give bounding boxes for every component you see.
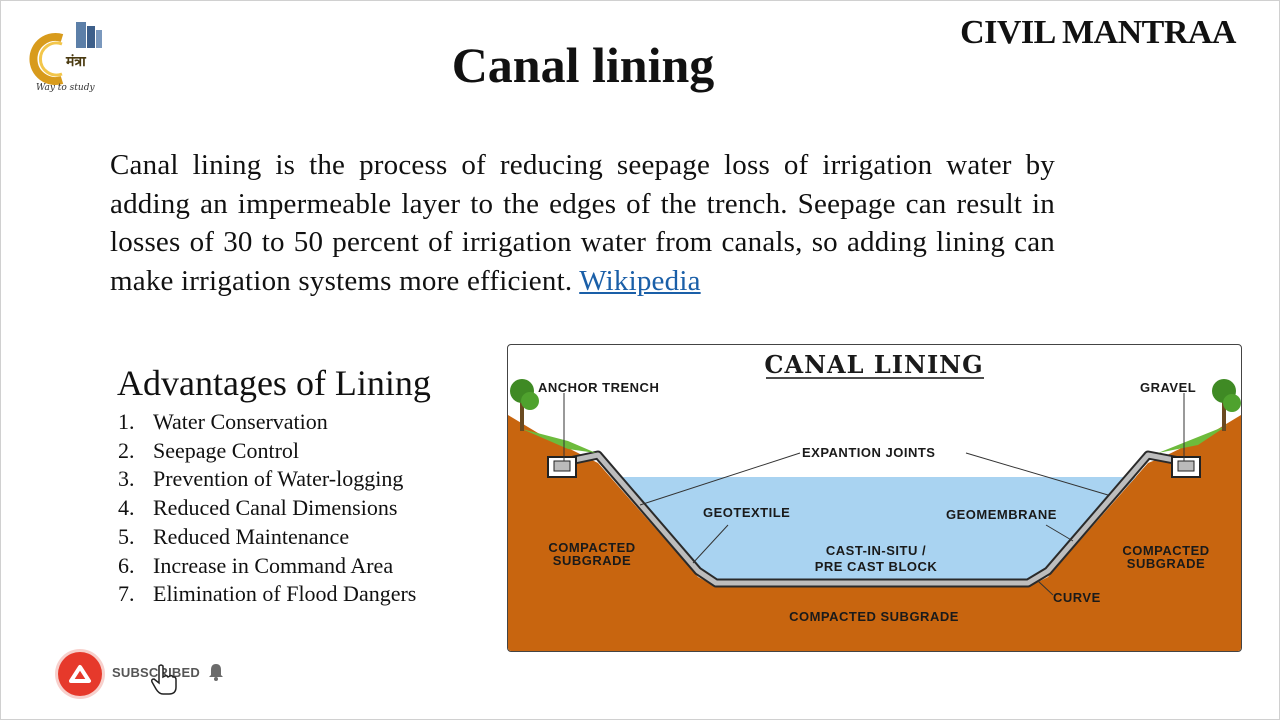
- soil-body: [508, 415, 1241, 651]
- expansion-joints-label: EXPANTION JOINTS: [802, 445, 935, 460]
- intro-text: Canal lining is the process of reducing …: [110, 149, 1055, 297]
- notification-bell-icon[interactable]: [207, 662, 225, 682]
- list-item: 2.Seepage Control: [118, 437, 300, 463]
- advantages-list: 1.Water Conservation 2.Seepage Control 3…: [118, 408, 416, 609]
- diagram-title: CANAL LINING: [764, 350, 983, 379]
- compacted-subgrade-left-1: COMPACTED: [548, 540, 635, 555]
- list-item: 7.Elimination of Flood Dangers: [118, 581, 417, 607]
- list-item: 6.Increase in Command Area: [118, 552, 394, 578]
- geomembrane-label: GEOMEMBRANE: [946, 507, 1057, 522]
- water-body: [612, 477, 1136, 581]
- page-title: Canal lining: [451, 37, 715, 93]
- anchor-trench-label: ANCHOR TRENCH: [538, 380, 659, 395]
- canal-lining-diagram: CANAL LINING ANCHOR TRENCH GRAVEL EXPANT…: [507, 344, 1242, 652]
- gravel-label: GRAVEL: [1140, 380, 1196, 395]
- svg-text:Way to study: Way to study: [36, 83, 95, 93]
- svg-text:मंत्रा: मंत्रा: [65, 54, 87, 70]
- compacted-subgrade-bottom: COMPACTED SUBGRADE: [789, 609, 959, 624]
- compacted-subgrade-right-2: SUBGRADE: [1127, 556, 1205, 571]
- civil-mantraa-logo: मंत्रा Way to study: [24, 20, 108, 96]
- subscribe-icon: [69, 665, 91, 683]
- geotextile-label: GEOTEXTILE: [703, 505, 790, 520]
- pre-cast-block-label: PRE CAST BLOCK: [815, 559, 938, 574]
- subscribe-logo-button[interactable]: [58, 652, 102, 696]
- list-item: 4.Reduced Canal Dimensions: [118, 495, 398, 521]
- list-item: 1.Water Conservation: [118, 409, 328, 434]
- cast-in-situ-label: CAST-IN-SITU /: [826, 543, 926, 558]
- list-item: 5.Reduced Maintenance: [118, 523, 350, 549]
- compacted-subgrade-right-1: COMPACTED: [1122, 543, 1209, 558]
- list-item: 3.Prevention of Water-logging: [118, 466, 404, 492]
- compacted-subgrade-left-2: SUBGRADE: [553, 553, 631, 568]
- brand-name: CIVIL MANTRAA: [960, 14, 1236, 51]
- advantages-heading: Advantages of Lining: [117, 363, 431, 403]
- intro-paragraph: Canal lining is the process of reducing …: [110, 146, 1055, 300]
- wikipedia-link[interactable]: Wikipedia: [579, 264, 701, 297]
- hand-cursor-icon: [151, 664, 177, 695]
- curve-label: CURVE: [1053, 590, 1101, 605]
- subscribe-label[interactable]: SUBSCRIBED: [112, 665, 200, 680]
